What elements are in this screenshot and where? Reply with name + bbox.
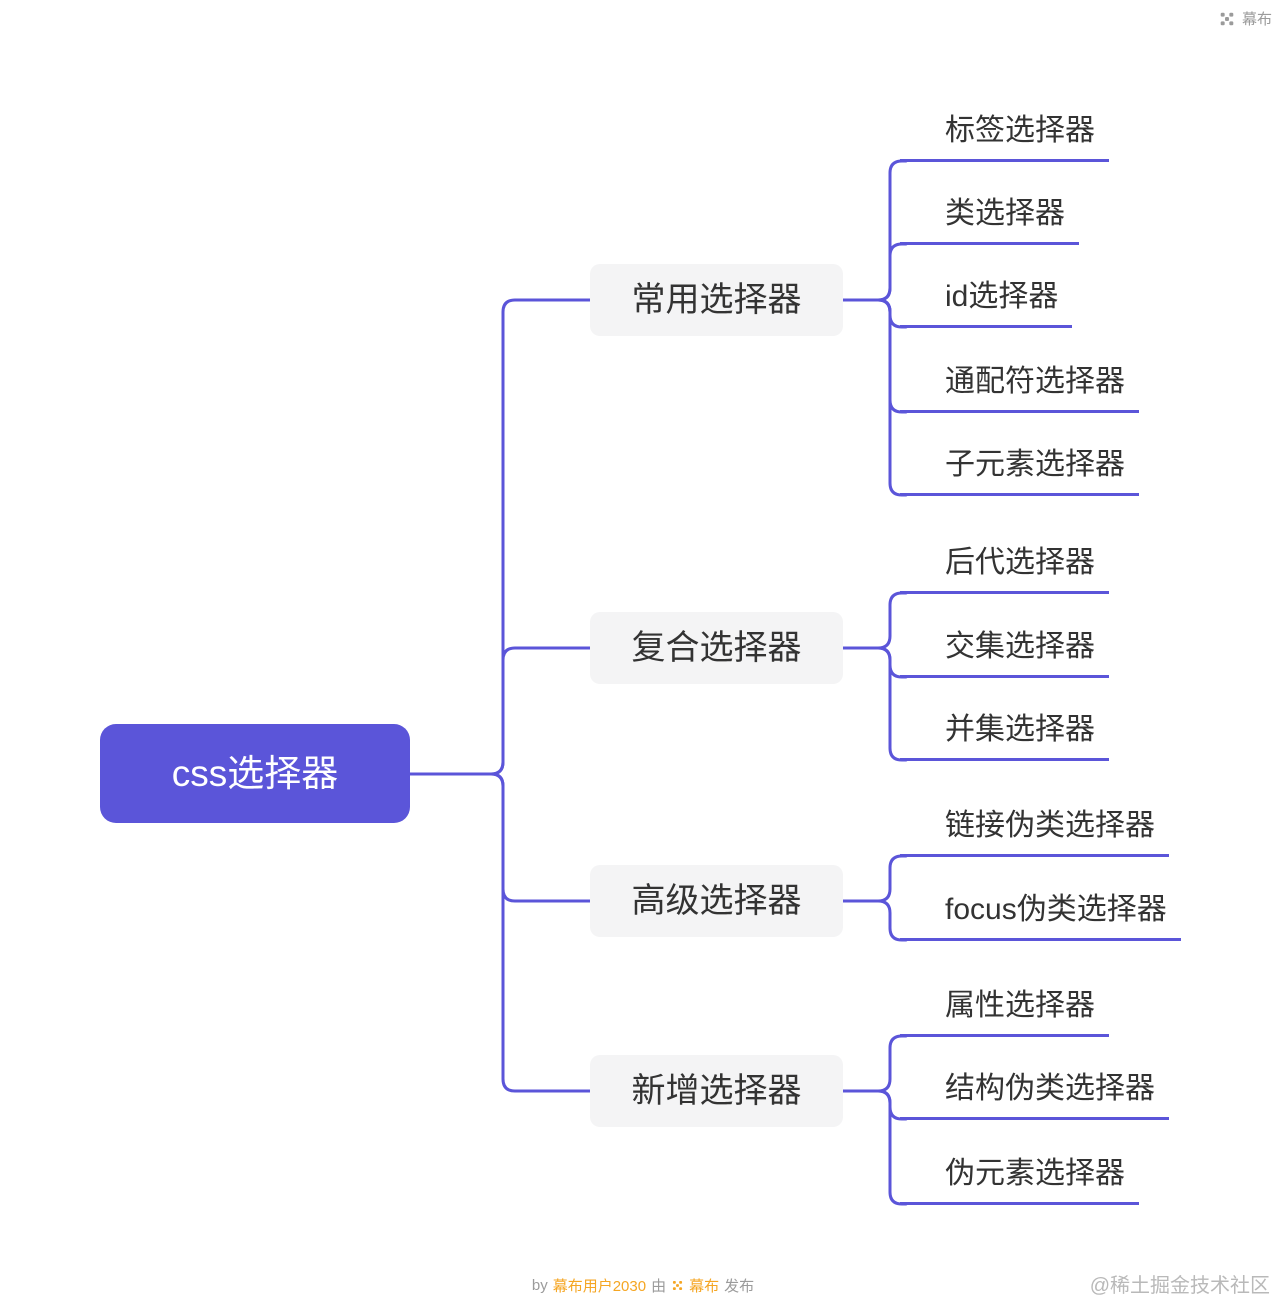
edge-b1-leaf-2 xyxy=(841,646,908,762)
edge-b3-leaf-2 xyxy=(841,1089,908,1206)
leaf-node-tag-selector[interactable]: 标签选择器 xyxy=(900,111,1109,162)
leaf-node-descendant-selector[interactable]: 后代选择器 xyxy=(900,543,1109,594)
edge-b0-leaf-3 xyxy=(841,298,908,414)
publish-footer: by 幕布用户2030 由 幕布 发布 xyxy=(0,1275,1286,1296)
leaf-node-wildcard-selector[interactable]: 通配符选择器 xyxy=(900,362,1139,413)
edge-root-branch-1 xyxy=(408,646,592,776)
leaf-node-structural-pseudo-class-selector[interactable]: 结构伪类选择器 xyxy=(900,1069,1169,1120)
footer-author-link[interactable]: 幕布用户2030 xyxy=(552,1278,647,1295)
leaf-node-id-selector[interactable]: id选择器 xyxy=(900,277,1073,328)
brand-label: 幕布 xyxy=(1241,11,1272,28)
leaf-node-union-selector[interactable]: 并集选择器 xyxy=(900,710,1109,761)
leaf-node-child-selector[interactable]: 子元素选择器 xyxy=(900,445,1139,496)
leaf-node-pseudo-element-selector[interactable]: 伪元素选择器 xyxy=(900,1154,1139,1205)
leaf-node-class-selector[interactable]: 类选择器 xyxy=(900,194,1079,245)
branch-node-advanced-selectors[interactable]: 高级选择器 xyxy=(590,865,843,937)
edge-b0-leaf-4 xyxy=(841,298,908,497)
edge-b0-leaf-2 xyxy=(841,298,908,329)
branch-node-new-selectors[interactable]: 新增选择器 xyxy=(590,1055,843,1127)
edge-root-branch-3 xyxy=(408,772,592,1093)
edge-b2-leaf-0 xyxy=(841,854,908,903)
edge-b2-leaf-1 xyxy=(841,899,908,942)
leaf-node-focus-pseudo-class-selector[interactable]: focus伪类选择器 xyxy=(900,890,1181,941)
edge-root-branch-0 xyxy=(408,298,592,776)
mubu-logo-icon xyxy=(1218,10,1236,28)
community-watermark: @稀土掘金技术社区 xyxy=(1089,1275,1270,1297)
footer-publish-label: 发布 xyxy=(724,1278,755,1295)
edge-b0-leaf-1 xyxy=(841,242,908,302)
leaf-node-intersection-selector[interactable]: 交集选择器 xyxy=(900,627,1109,678)
branch-node-common-selectors[interactable]: 常用选择器 xyxy=(590,264,843,336)
edge-b0-leaf-0 xyxy=(841,159,908,302)
edge-b1-leaf-1 xyxy=(841,646,908,679)
leaf-node-link-pseudo-class-selector[interactable]: 链接伪类选择器 xyxy=(900,806,1169,857)
brand-link[interactable]: 幕布 xyxy=(1218,8,1272,29)
edge-b1-leaf-0 xyxy=(841,591,908,650)
branch-node-compound-selectors[interactable]: 复合选择器 xyxy=(590,612,843,684)
leaf-node-attribute-selector[interactable]: 属性选择器 xyxy=(900,986,1109,1037)
footer-platform-link[interactable]: 幕布 xyxy=(689,1278,720,1295)
edge-b3-leaf-0 xyxy=(841,1034,908,1093)
root-node[interactable]: css选择器 xyxy=(100,724,410,823)
footer-by-label: by xyxy=(531,1277,548,1294)
edge-b3-leaf-1 xyxy=(841,1089,908,1121)
mubu-logo-icon-small xyxy=(671,1279,684,1292)
edge-root-branch-2 xyxy=(408,772,592,903)
footer-via-label: 由 xyxy=(651,1278,667,1295)
